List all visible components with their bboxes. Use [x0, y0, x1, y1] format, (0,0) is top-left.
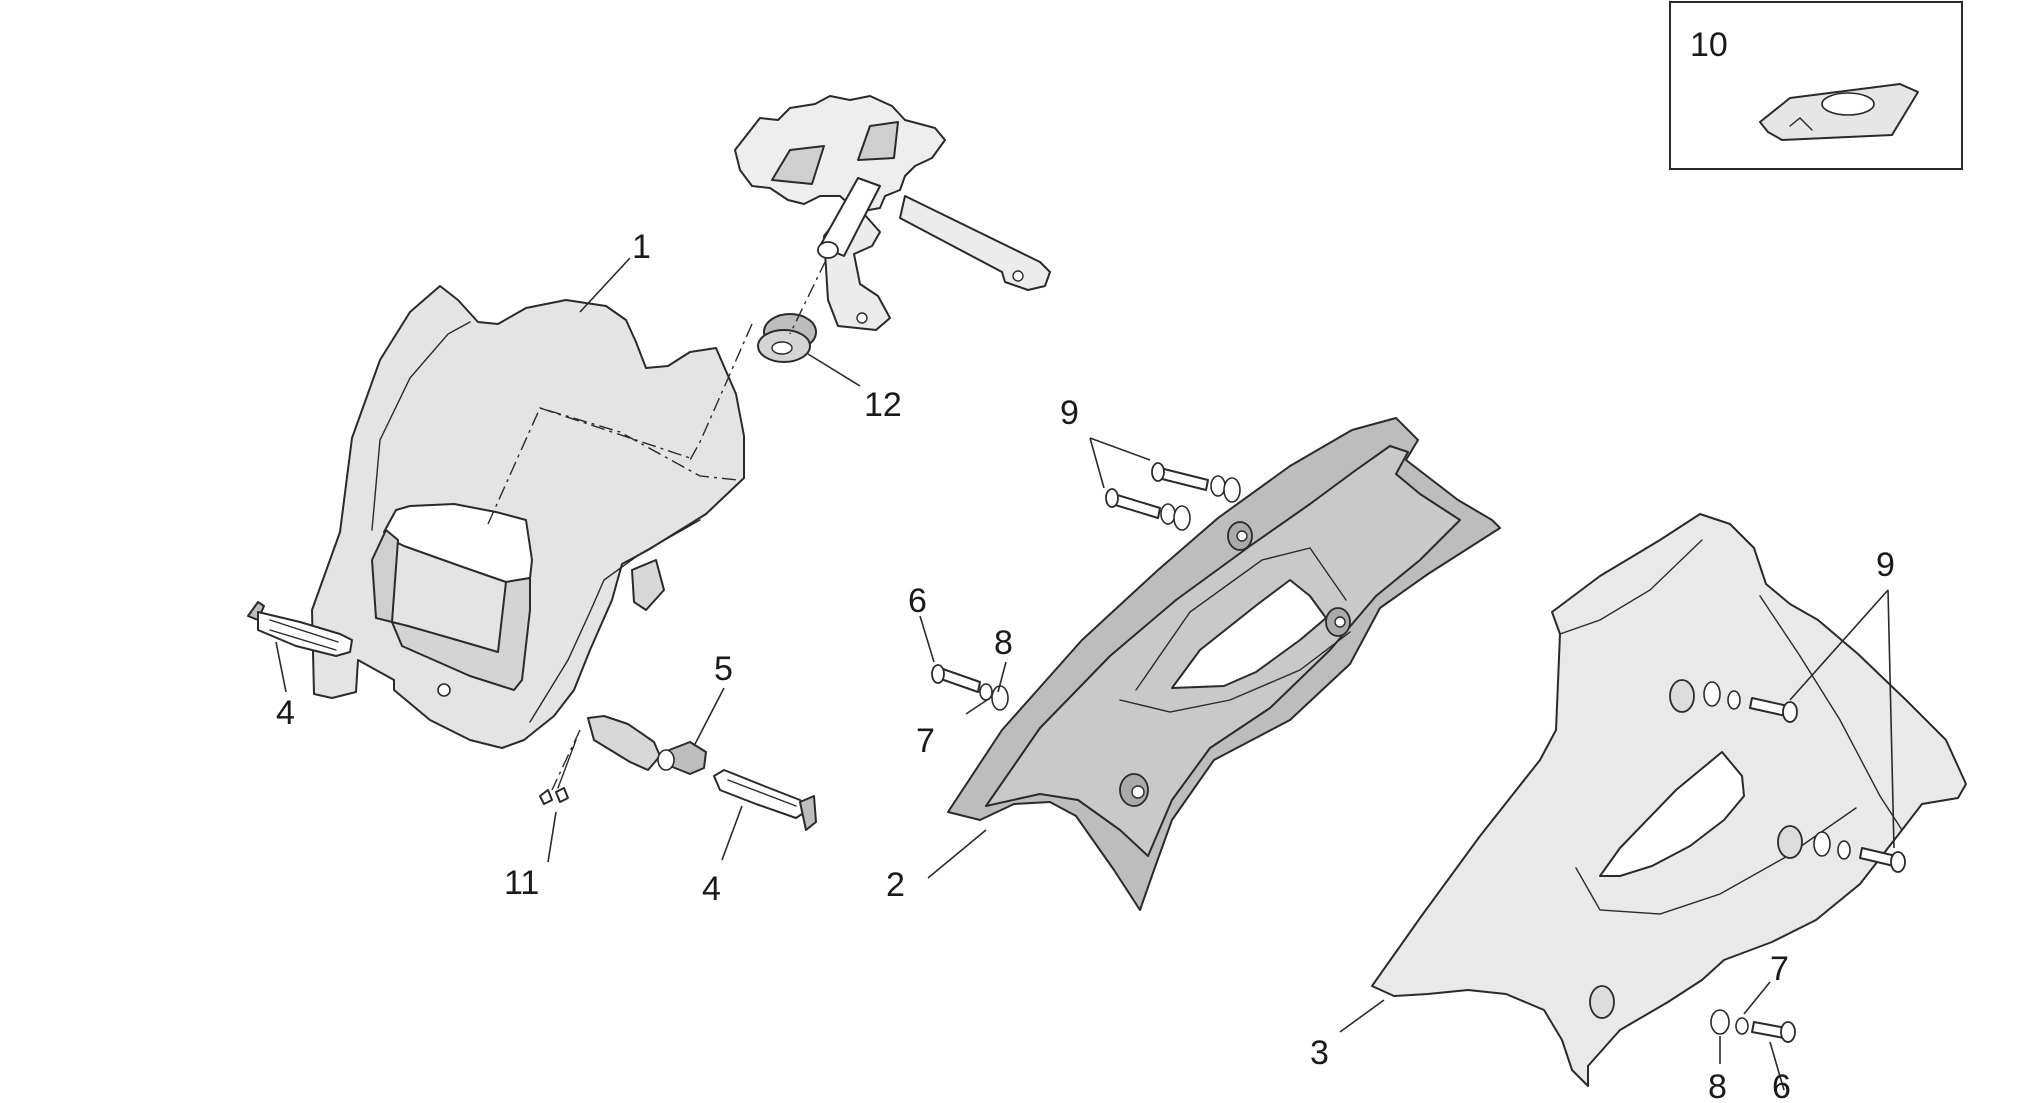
clip-nut-hole	[1821, 92, 1875, 116]
fairing-mount-lug	[587, 715, 661, 771]
panel-3-inner-edge	[1559, 539, 1703, 635]
callout-7-right: 7	[1770, 950, 1789, 988]
callout-9-right: 9	[1876, 546, 1895, 584]
bolts-part-9-right	[1703, 681, 1906, 873]
bolt-washers-parts-6-7-8-right	[1710, 1009, 1796, 1043]
panel-2-rib-2	[1119, 631, 1351, 713]
side-panel-part-3	[1371, 513, 1967, 1087]
fairing-tab	[631, 559, 665, 611]
rubber-strap-part-4-right	[713, 769, 817, 831]
callout-4-right: 4	[702, 870, 721, 908]
callout-6-right: 6	[1772, 1068, 1791, 1103]
leader-lines	[275, 257, 1895, 1091]
side-panel-part-2	[947, 417, 1501, 911]
bracket-hole	[1012, 270, 1024, 282]
callout-labels: 1 12 10 4 5 11 4 9 6 8 7 2 9 3 7 8 6	[276, 26, 1895, 1103]
bolt-washers-parts-6-7-8-left	[931, 664, 1009, 711]
headlight-mount-bracket	[734, 95, 1051, 331]
screws-part-11	[539, 739, 577, 805]
panel-2-rib	[1135, 547, 1347, 691]
headlight-opening-bottom	[391, 577, 531, 691]
headlight-opening	[383, 503, 533, 583]
fairing-crease	[371, 321, 471, 531]
fairing-dashed-outline	[487, 407, 739, 525]
fairing-screw-hole	[437, 683, 451, 697]
callout-3: 3	[1310, 1034, 1329, 1072]
clip-part-5	[657, 741, 707, 775]
callout-5: 5	[714, 650, 733, 688]
panel-3-hole-3	[1589, 985, 1615, 1019]
bracket-arm	[899, 195, 1051, 291]
callout-11: 11	[504, 864, 539, 902]
bracket-plate	[734, 95, 946, 213]
clip-nut-tab	[1789, 117, 1813, 131]
headlight-fairing-part-1	[311, 285, 745, 771]
headlight-opening-lip	[371, 529, 399, 623]
callout-7-left: 7	[916, 722, 935, 760]
panel-3-inner-edge-2	[1759, 595, 1903, 831]
bolts-part-9-upper	[1105, 462, 1241, 531]
callout-9-left: 9	[1060, 394, 1079, 432]
fairing-crease-2	[529, 519, 701, 723]
panel-3-window	[1599, 751, 1745, 877]
bracket-window-left	[771, 145, 825, 185]
bracket-stud-tip	[817, 241, 839, 259]
callout-1: 1	[632, 228, 651, 266]
callout-6-left: 6	[908, 582, 927, 620]
callout-8-left: 8	[994, 624, 1013, 662]
callout-4-left: 4	[276, 694, 295, 732]
panel-2-window	[1171, 579, 1327, 689]
rubber-grommet-part-12	[757, 313, 817, 363]
callout-12: 12	[864, 386, 902, 424]
bracket-window-right	[857, 121, 899, 161]
fairing-shell	[311, 285, 745, 749]
callout-2: 2	[886, 866, 905, 904]
assembly-lines	[551, 259, 827, 791]
callout-10: 10	[1690, 26, 1728, 64]
panel-3-hole-2	[1777, 825, 1803, 859]
panel-3-hole-1	[1669, 679, 1695, 713]
rubber-strap-part-4-left	[247, 601, 353, 657]
bracket-hole-2	[856, 312, 868, 324]
inset-frame	[1669, 1, 1963, 170]
inset-part-10	[1669, 1, 1963, 170]
callout-8-right: 8	[1708, 1068, 1727, 1103]
